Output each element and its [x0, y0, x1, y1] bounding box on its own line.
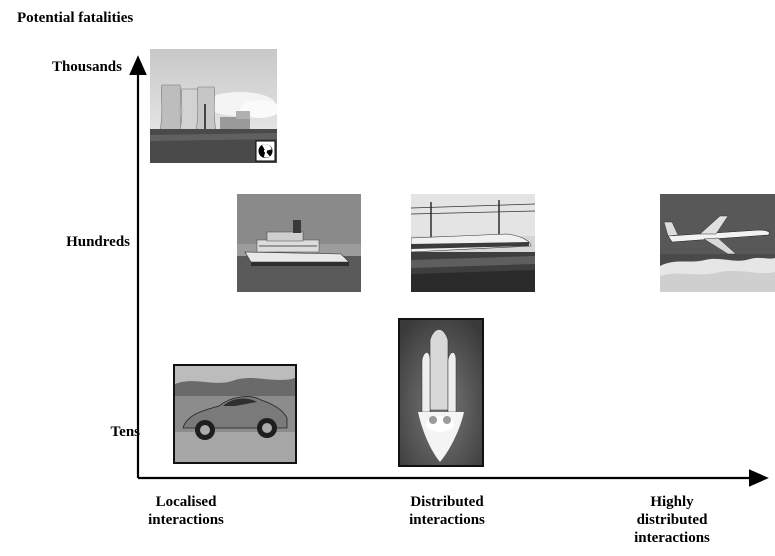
y-label-hundreds: Hundreds: [66, 234, 130, 250]
sports-car-image: [173, 364, 297, 464]
y-label-tens: Tens: [110, 424, 140, 440]
y-label-thousands: Thousands: [51, 59, 122, 75]
high-speed-train-image: [411, 194, 535, 292]
x-label-distributed: Distributed interactions: [409, 494, 485, 528]
space-shuttle-image: [398, 318, 484, 467]
nuclear-power-plant-image: [150, 49, 277, 163]
x-label-highly-distributed: Highly distributed interactions: [634, 494, 710, 546]
chart-title: Potential fatalities: [17, 10, 134, 26]
x-label-localised: Localised interactions: [148, 494, 224, 528]
ferry-ship-image: [237, 194, 361, 292]
passenger-airplane-image: [660, 194, 775, 292]
